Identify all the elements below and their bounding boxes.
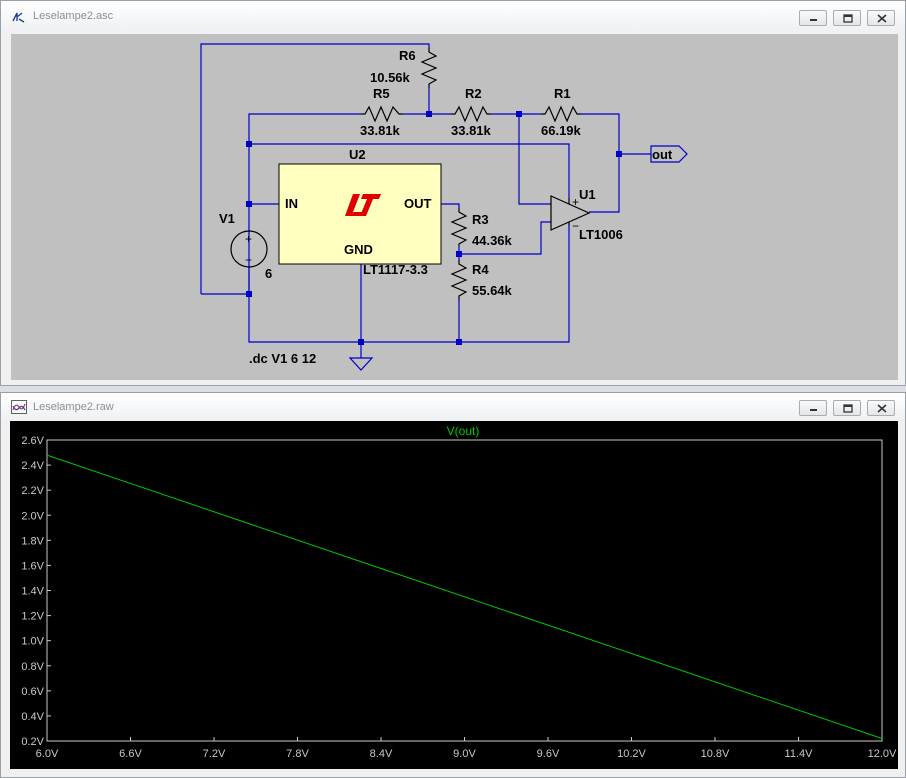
u2-model: LT1117-3.3 <box>363 262 428 277</box>
r2-symbol <box>451 105 491 123</box>
schematic-canvas[interactable]: R6 10.56k R5 33.81k R2 33.81k R1 66.19k … <box>11 34 898 380</box>
r3-symbol <box>450 208 468 246</box>
junction-dots <box>246 111 622 345</box>
schematic-icon <box>12 12 25 23</box>
close-icon <box>877 404 887 413</box>
schematic-restore-button[interactable] <box>833 10 861 26</box>
out-net-label: out <box>652 147 673 162</box>
x-tick-label: 10.2V <box>617 748 646 760</box>
r2-value: 33.81k <box>451 123 492 138</box>
u1-minus: − <box>572 219 579 233</box>
trace-legend-label[interactable]: V(out) <box>447 424 480 438</box>
schematic-minimize-button[interactable] <box>799 10 827 26</box>
y-tick-label: 0.2V <box>21 736 44 748</box>
schematic-window-title: Leselampe2.asc <box>33 10 114 22</box>
u2-ref: U2 <box>349 147 366 162</box>
r3-value: 44.36k <box>472 233 513 248</box>
r1-symbol <box>541 105 581 123</box>
traces <box>46 454 883 739</box>
x-tick-label: 12.0V <box>868 748 897 760</box>
schematic-wires <box>200 43 651 358</box>
x-tick-label: 10.8V <box>701 748 730 760</box>
r5-symbol <box>361 105 403 123</box>
r3-ref: R3 <box>472 212 489 227</box>
u1-opamp[interactable] <box>550 195 591 231</box>
u2-pin-out: OUT <box>404 196 432 211</box>
waveform-window: Leselampe2.raw V(out) 0.2V 0.4V 0.6V 0.8V 1.… <box>0 392 906 778</box>
y-tick-label: 1.4V <box>21 586 44 598</box>
r6-ref: R6 <box>399 48 416 63</box>
r4-symbol <box>450 260 468 300</box>
x-tick-label: 7.2V <box>203 748 226 760</box>
v1-minus: − <box>245 253 252 267</box>
y-tick-label: 2.6V <box>21 435 44 447</box>
x-tick-label: 9.6V <box>537 748 560 760</box>
minimize-icon <box>810 409 817 411</box>
x-tick-label: 6.6V <box>119 748 142 760</box>
y-tick-label: 1.0V <box>21 636 44 648</box>
y-tick-label: 0.4V <box>21 711 44 723</box>
x-tick-label: 7.8V <box>286 748 309 760</box>
r1-ref: R1 <box>554 86 571 101</box>
x-tick-label: 9.0V <box>453 748 476 760</box>
r5-ref: R5 <box>373 86 390 101</box>
waveform-close-button[interactable] <box>867 400 895 416</box>
x-tick-label: 8.4V <box>370 748 393 760</box>
v1-plus: + <box>245 232 252 246</box>
waveform-titlebar[interactable]: Leselampe2.raw <box>1 393 905 421</box>
waveform-plot-pane[interactable]: V(out) 0.2V 0.4V 0.6V 0.8V 1.0V 1.2V 1.4V 1.6V 1… <box>10 421 898 769</box>
r4-value: 55.64k <box>472 283 513 298</box>
y-tick-label: 1.8V <box>21 535 44 547</box>
y-tick-label: 2.0V <box>21 510 44 522</box>
v1-ref: V1 <box>219 211 235 226</box>
v1-source[interactable] <box>230 230 268 268</box>
x-tick-label: 6.0V <box>36 748 59 760</box>
schematic-titlebar[interactable]: Leselampe2.asc <box>1 1 905 33</box>
schematic-drawing: R6 10.56k R5 33.81k R2 33.81k R1 66.19k … <box>200 43 688 371</box>
u1-model: LT1006 <box>579 227 623 242</box>
y-tick-label: 2.2V <box>21 485 44 497</box>
dc-directive[interactable]: .dc V1 6 12 <box>249 351 316 366</box>
schematic-close-button[interactable] <box>867 10 895 26</box>
u2-pin-gnd: GND <box>344 242 373 257</box>
restore-icon <box>843 14 853 23</box>
waveform-window-title: Leselampe2.raw <box>33 401 114 413</box>
u1-ref: U1 <box>579 187 596 202</box>
r5-value: 33.81k <box>360 123 401 138</box>
r4-ref: R4 <box>472 262 489 277</box>
r1-value: 66.19k <box>541 123 582 138</box>
u2-pin-in: IN <box>285 196 298 211</box>
trace-v-out <box>46 454 883 739</box>
r2-ref: R2 <box>465 86 482 101</box>
r6-symbol <box>420 48 438 88</box>
lt-logo-icon <box>345 194 381 216</box>
y-axis-ticks: 0.2V 0.4V 0.6V 0.8V 1.0V 1.2V 1.4V 1.6V 1.8V 2.0V… <box>21 435 51 748</box>
minimize-icon <box>810 19 817 21</box>
v1-value: 6 <box>265 266 272 281</box>
y-tick-label: 0.8V <box>21 661 44 673</box>
x-tick-label: 11.4V <box>785 748 814 760</box>
y-tick-label: 1.2V <box>21 611 44 623</box>
y-tick-label: 2.4V <box>21 460 44 472</box>
r6-value: 10.56k <box>370 70 411 85</box>
ground-symbol <box>348 357 374 371</box>
schematic-window: Leselampe2.asc <box>0 0 906 386</box>
voltage-plot[interactable]: V(out) 0.2V 0.4V 0.6V 0.8V 1.0V 1.2V 1.4V 1.6V 1… <box>10 421 898 769</box>
waveform-minimize-button[interactable] <box>799 400 827 416</box>
resistor-symbols <box>361 48 581 300</box>
y-tick-label: 0.6V <box>21 686 44 698</box>
y-tick-label: 1.6V <box>21 560 44 572</box>
waveform-restore-button[interactable] <box>833 400 861 416</box>
waveform-icon <box>11 400 27 414</box>
u1-plus: + <box>572 195 579 209</box>
out-net-flag[interactable] <box>650 145 688 163</box>
close-icon <box>877 14 887 23</box>
x-axis-ticks: 6.0V 6.6V 7.2V 7.8V 8.4V 9.0V 9.6V 10.2V 10.8V 11… <box>36 737 897 760</box>
restore-icon <box>843 404 853 413</box>
